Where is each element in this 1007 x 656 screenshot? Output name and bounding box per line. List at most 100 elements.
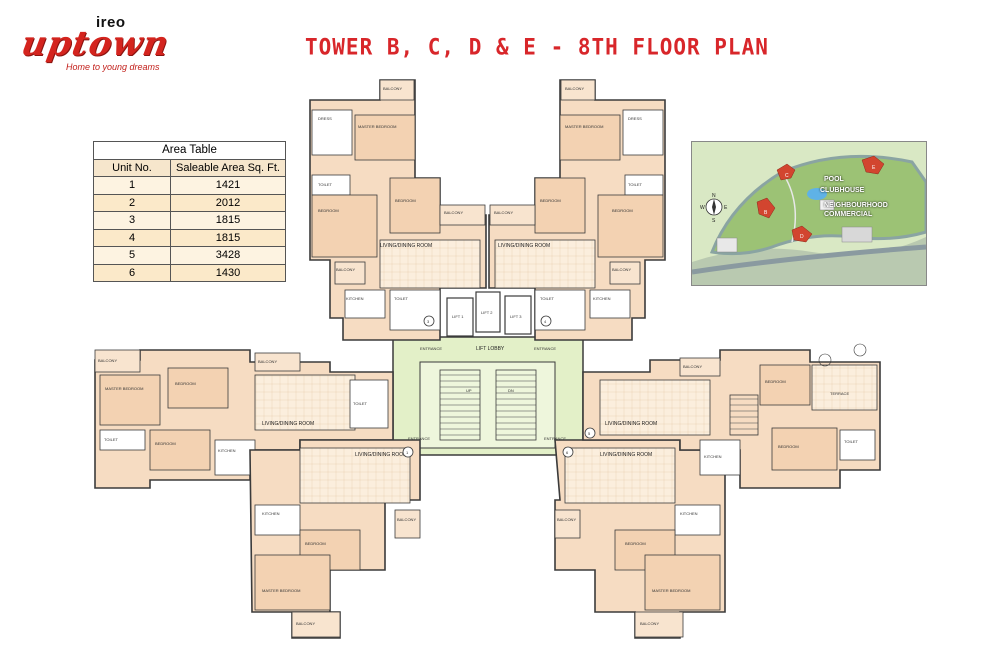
lift-3-label: LIFT 3 [510, 314, 522, 319]
compass-s-label: S [712, 218, 716, 224]
u4-balcony2-label: BALCONY [494, 210, 513, 215]
table-cell-area: 3428 [170, 246, 286, 265]
u3-balcony-label: BALCONY [383, 86, 402, 91]
u1-balcony-label: BALCONY [296, 621, 315, 626]
tower-b-label: B [764, 210, 768, 216]
u5-kitchen-label: KITCHEN [704, 454, 722, 459]
table-row: 2 2012 [93, 193, 286, 212]
table-cell-area: 1815 [170, 211, 286, 230]
u2-toilet-label: TOILET [104, 437, 118, 442]
u3-balcony3-label: BALCONY [336, 267, 355, 272]
brand-small-logo-text: ireo [96, 14, 126, 31]
table-cell-area: 1815 [170, 228, 286, 247]
area-table-header-area: Saleable Area Sq. Ft. [170, 158, 286, 177]
u3-master-bedroom-label: MASTER BEDROOM [358, 124, 396, 129]
map-commercial-label: COMMERCIAL [824, 211, 873, 218]
unit-6-number: 6 [566, 450, 569, 455]
tower-d-label: D [800, 234, 804, 240]
u4-toilet2-label: TOILET [540, 296, 554, 301]
u2-living-label: LIVING/DINING ROOM [262, 421, 314, 427]
u5-terrace-label: TERRACE [830, 391, 849, 396]
u3-dress-label: DRESS [318, 116, 332, 121]
table-row: 6 1430 [93, 263, 286, 282]
u4-living-label: LIVING/DINING ROOM [498, 243, 550, 249]
table-row: 5 3428 [93, 246, 286, 265]
stair-dn-label: DN [508, 388, 514, 393]
lift-2-label: LIFT 2 [481, 310, 493, 315]
u1-kitchen-label: KITCHEN [262, 511, 280, 516]
page-title: TOWER B, C, D & E - 8TH FLOOR PLAN [305, 34, 769, 60]
u4-balcony-label: BALCONY [565, 86, 584, 91]
u2-bedroom-label: BEDROOM [175, 381, 196, 386]
u3-bedroom-label: BEDROOM [318, 208, 339, 213]
u4-toilet-label: TOILET [628, 182, 642, 187]
u4-bedroom2-label: BEDROOM [540, 198, 561, 203]
site-map: N S E W C E B D POOL CLUBHOUSE NEIGHBOUR… [691, 141, 927, 286]
u1-balcony2-label: BALCONY [397, 517, 416, 522]
unit-4-number: 4 [544, 319, 547, 324]
table-cell-unit: 1 [93, 176, 171, 195]
u3-bedroom2-label: BEDROOM [395, 198, 416, 203]
table-row: 3 1815 [93, 211, 286, 230]
u5-toilet-label: TOILET [844, 439, 858, 444]
tower-e-label: E [872, 165, 876, 171]
map-neighbourhood-label: NEIGHBOURHOOD [824, 202, 888, 209]
table-cell-area: 1421 [170, 176, 286, 195]
u3-toilet2-label: TOILET [394, 296, 408, 301]
u6-bedroom-label: BEDROOM [625, 541, 646, 546]
area-table: Area Table Unit No. Saleable Area Sq. Ft… [93, 141, 286, 282]
u3-toilet-label: TOILET [318, 182, 332, 187]
u2-kitchen-label: KITCHEN [218, 448, 236, 453]
area-table-header-unit: Unit No. [93, 158, 171, 177]
u4-bedroom-label: BEDROOM [612, 208, 633, 213]
brand-tagline: Home to young dreams [66, 62, 160, 72]
tower-c-label: C [785, 173, 789, 179]
u3-balcony2-label: BALCONY [444, 210, 463, 215]
entrance-label-3: ENTRANCE [408, 436, 430, 441]
u6-balcony2-label: BALCONY [557, 517, 576, 522]
table-cell-area: 2012 [170, 193, 286, 212]
u4-kitchen-label: KITCHEN [593, 296, 611, 301]
entrance-label-1: ENTRANCE [420, 346, 442, 351]
table-cell-unit: 2 [93, 193, 171, 212]
entrance-label-4: ENTRANCE [544, 436, 566, 441]
table-row: 4 1815 [93, 228, 286, 247]
u1-living-label: LIVING/DINING ROOM [355, 452, 407, 458]
u6-balcony-label: BALCONY [640, 621, 659, 626]
unit-5-number: 5 [588, 431, 591, 436]
u5-living-label: LIVING/DINING ROOM [605, 421, 657, 427]
u5-balcony-label: BALCONY [683, 364, 702, 369]
unit-3-plan: BALCONY MASTER BEDROOM DRESS TOILET BEDR… [309, 79, 487, 341]
u4-master-bedroom-label: MASTER BEDROOM [565, 124, 603, 129]
compass-w-label: W [700, 205, 705, 211]
table-cell-unit: 3 [93, 211, 171, 230]
u6-kitchen-label: KITCHEN [680, 511, 698, 516]
unit-4-plan: BALCONY MASTER BEDROOM DRESS TOILET BEDR… [488, 79, 666, 341]
map-pool-label: POOL [824, 176, 844, 183]
u6-living-label: LIVING/DINING ROOM [600, 452, 652, 458]
u3-living-label: LIVING/DINING ROOM [380, 243, 432, 249]
unit-1-number: 1 [406, 450, 409, 455]
lift-1-label: LIFT 1 [452, 314, 464, 319]
u2-master-bedroom-label: MASTER BEDROOM [105, 386, 143, 391]
compass-n-label: N [712, 193, 716, 199]
map-clubhouse-label: CLUBHOUSE [820, 187, 865, 194]
unit-5-plan: LIVING/DINING ROOM BALCONY BEDROOM TERRA… [582, 343, 881, 489]
table-row: 1 1421 [93, 176, 286, 195]
unit-2-plan: BALCONY MASTER BEDROOM BEDROOM TOILET BE… [94, 349, 394, 489]
table-cell-area: 1430 [170, 263, 286, 282]
u1-bedroom-label: BEDROOM [305, 541, 326, 546]
entrance-label-2: ENTRANCE [534, 346, 556, 351]
u2-bedroom2-label: BEDROOM [155, 441, 176, 446]
table-cell-unit: 4 [93, 228, 171, 247]
unit-1-plan: LIVING/DINING ROOM KITCHEN BEDROOM MASTE… [249, 439, 421, 639]
stair-up-label: UP [466, 388, 472, 393]
u4-dress-label: DRESS [628, 116, 642, 121]
u6-master-bedroom-label: MASTER BEDROOM [652, 588, 690, 593]
core-block: LIFT 1 LIFT 2 LIFT 3 LIFT LOBBY ENTRANCE… [392, 291, 584, 456]
area-table-caption: Area Table [93, 141, 286, 160]
site-map-drawing: N S E W C E B D [692, 142, 926, 285]
u4-balcony3-label: BALCONY [612, 267, 631, 272]
unit-3-number: 3 [427, 319, 430, 324]
